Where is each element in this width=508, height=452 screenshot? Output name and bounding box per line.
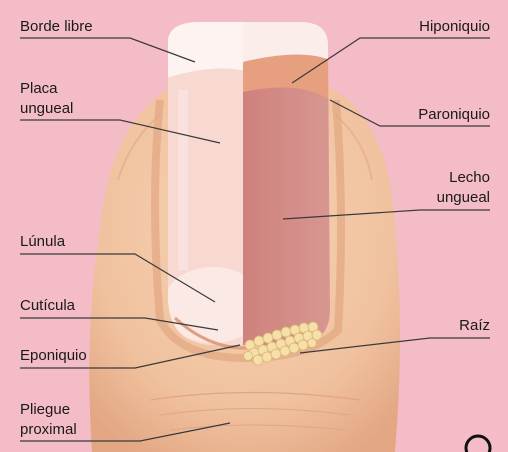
label-lecho-line2: ungueal — [436, 189, 490, 206]
label-raiz: Raíz — [459, 317, 490, 334]
label-pliegue-line2: proximal — [20, 421, 77, 438]
leader-cuticula — [20, 317, 219, 331]
leader-lunula — [20, 253, 216, 303]
leader-lines — [20, 37, 490, 442]
label-cuticula: Cutícula — [20, 297, 76, 314]
leader-placa-ungueal — [20, 119, 221, 144]
logo-mark — [464, 434, 492, 452]
leader-pliegue-proximal — [20, 422, 231, 442]
nail-plate — [168, 22, 330, 345]
label-lunula: Lúnula — [20, 233, 66, 250]
label-borde-libre: Borde libre — [20, 18, 93, 35]
label-placa-line2: ungueal — [20, 100, 74, 117]
label-eponiquio: Eponiquio — [20, 347, 87, 364]
label-paroniquio: Paroniquio — [418, 106, 490, 123]
leader-eponiquio — [20, 344, 241, 369]
label-hiponiquio: Hiponiquio — [419, 18, 490, 35]
leader-paroniquio — [329, 99, 490, 127]
leader-raiz — [299, 337, 490, 354]
label-pliegue-line1: Pliegue — [20, 401, 71, 418]
root-cells — [243, 321, 323, 366]
label-lecho-line1: Lecho — [449, 169, 490, 186]
leader-borde-libre — [20, 37, 196, 63]
leader-lecho-ungueal — [282, 209, 490, 220]
leader-hiponiquio — [291, 37, 490, 84]
label-placa-line1: Placa — [20, 80, 58, 97]
